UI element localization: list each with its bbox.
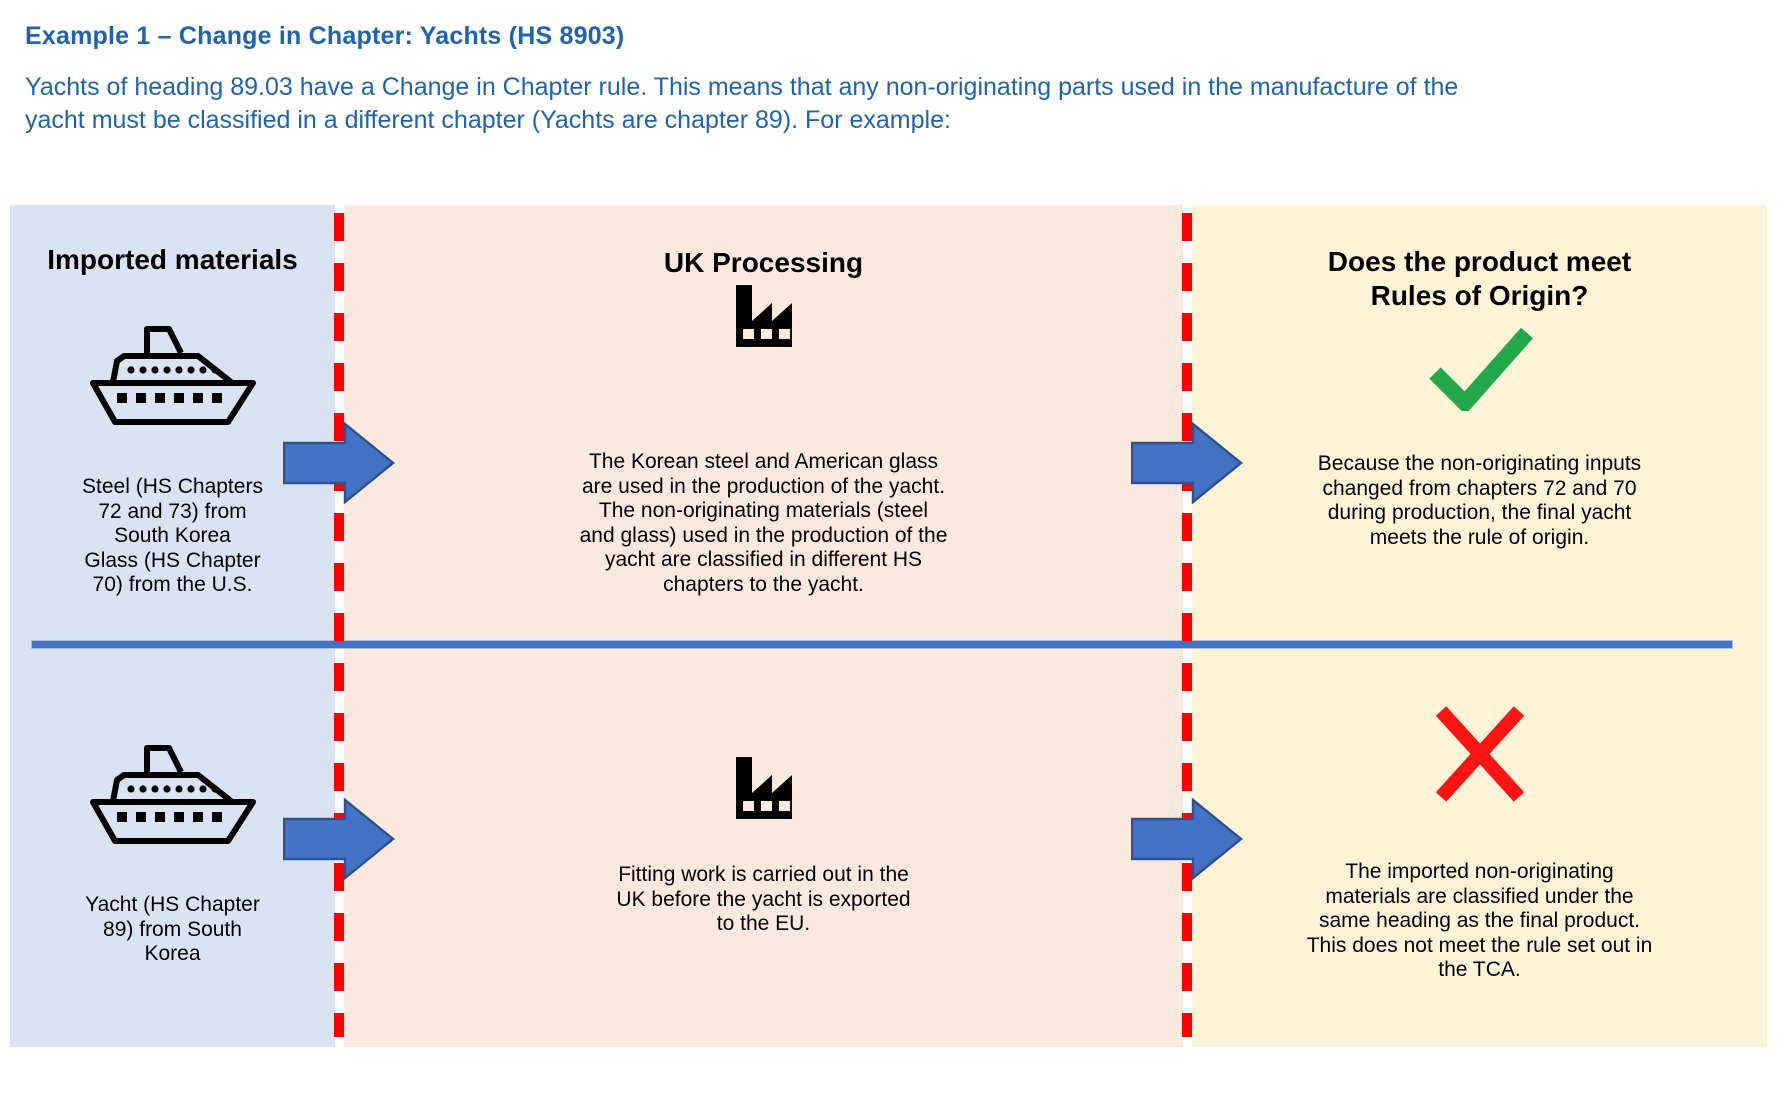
row1-outcome-text: Because the non-originating inputs chang… (1317, 452, 1642, 549)
row1-imported-materials-text: Steel (HS Chapters 72 and 73) from South… (82, 475, 263, 596)
row2-uk-processing-text: Fitting work is carried out in the UK be… (616, 863, 911, 935)
arrow-right-icon (1130, 421, 1243, 510)
arrow-right-icon (1130, 797, 1243, 886)
example-title: Example 1 – Change in Chapter: Yachts (H… (25, 22, 625, 50)
ship-icon (10, 319, 335, 431)
row2-imported-materials-text: Yacht (HS Chapter 89) from South Korea (85, 893, 260, 965)
rules-of-origin-diagram: Imported materials UK Processing Does th… (10, 205, 1767, 1047)
rules-of-origin-header: Does the product meet Rules of Origin? (1327, 246, 1632, 311)
dashed-separator-line-1 (334, 213, 344, 1037)
arrow-right-icon (282, 421, 395, 510)
red-cross-icon (1192, 702, 1767, 806)
row2-outcome-text: The imported non-originating materials a… (1306, 860, 1653, 981)
uk-processing-header: UK Processing (663, 247, 864, 278)
row1-uk-processing-text: The Korean steel and American glass are … (579, 450, 948, 596)
dashed-separator-line-2 (1182, 213, 1192, 1037)
rules-of-origin-column (1192, 205, 1767, 1047)
factory-icon (344, 281, 1183, 349)
factory-icon (344, 753, 1183, 821)
green-check-icon (1192, 325, 1767, 411)
ship-icon (10, 738, 335, 850)
imported-materials-header: Imported materials (47, 244, 298, 275)
arrow-right-icon (282, 797, 395, 886)
example-intro-paragraph: Yachts of heading 89.03 have a Change in… (25, 73, 1459, 134)
imported-materials-column (10, 205, 335, 1047)
row-divider-line (32, 641, 1732, 648)
